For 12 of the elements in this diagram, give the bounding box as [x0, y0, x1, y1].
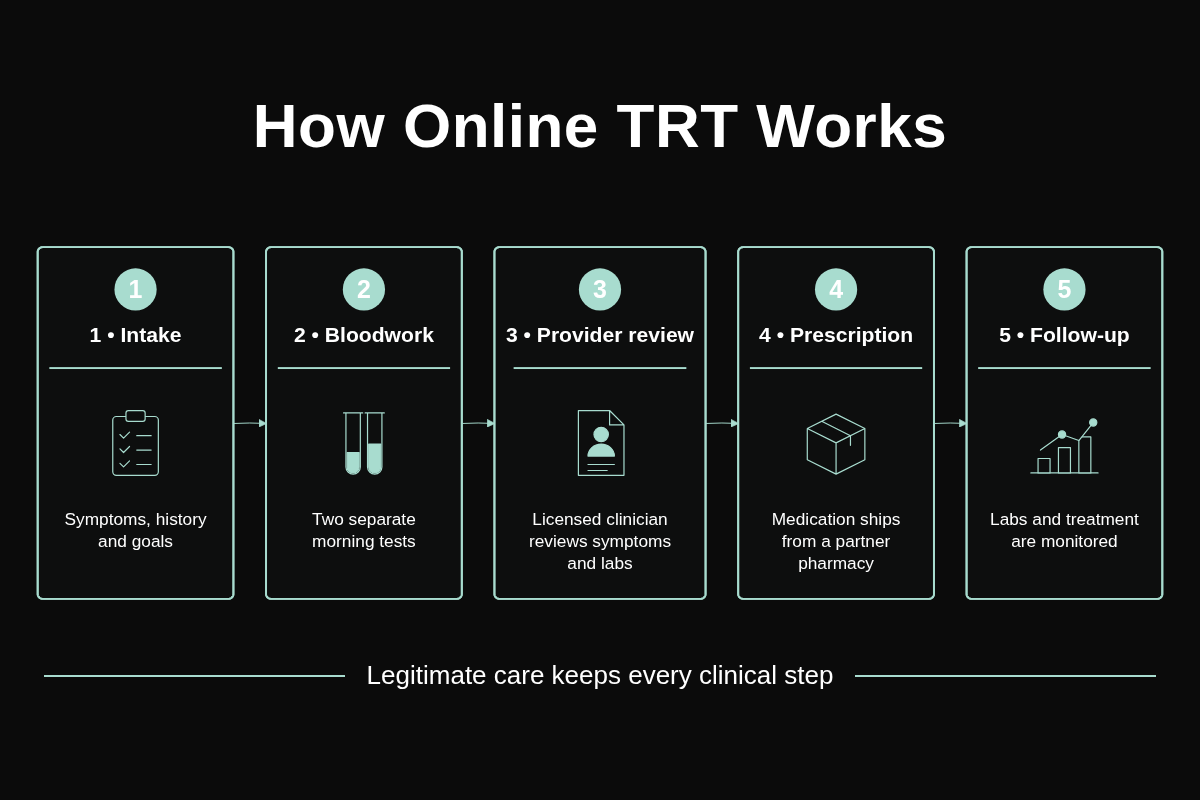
step-heading: 5 • Follow-up: [999, 322, 1130, 349]
caption-text: Legitimate care keeps every clinical step: [365, 660, 835, 691]
step-description: Two separate morning tests: [311, 508, 417, 553]
title-text: How Online TRT Works: [252, 92, 948, 161]
step-heading: 4 • Prescription: [759, 322, 914, 349]
step-description: Medication ships from a partner pharmacy: [770, 508, 902, 574]
step-heading: 2 • Bloodwork: [293, 322, 434, 349]
step-description: Labs and treatment are monitored: [989, 508, 1140, 553]
step-heading: 1 • Intake: [89, 322, 182, 349]
step-heading: 3 • Provider review: [505, 322, 695, 349]
step-description: Licensed clinician reviews symptoms and labs: [528, 508, 672, 574]
step-description: Symptoms, history and goals: [63, 508, 208, 553]
